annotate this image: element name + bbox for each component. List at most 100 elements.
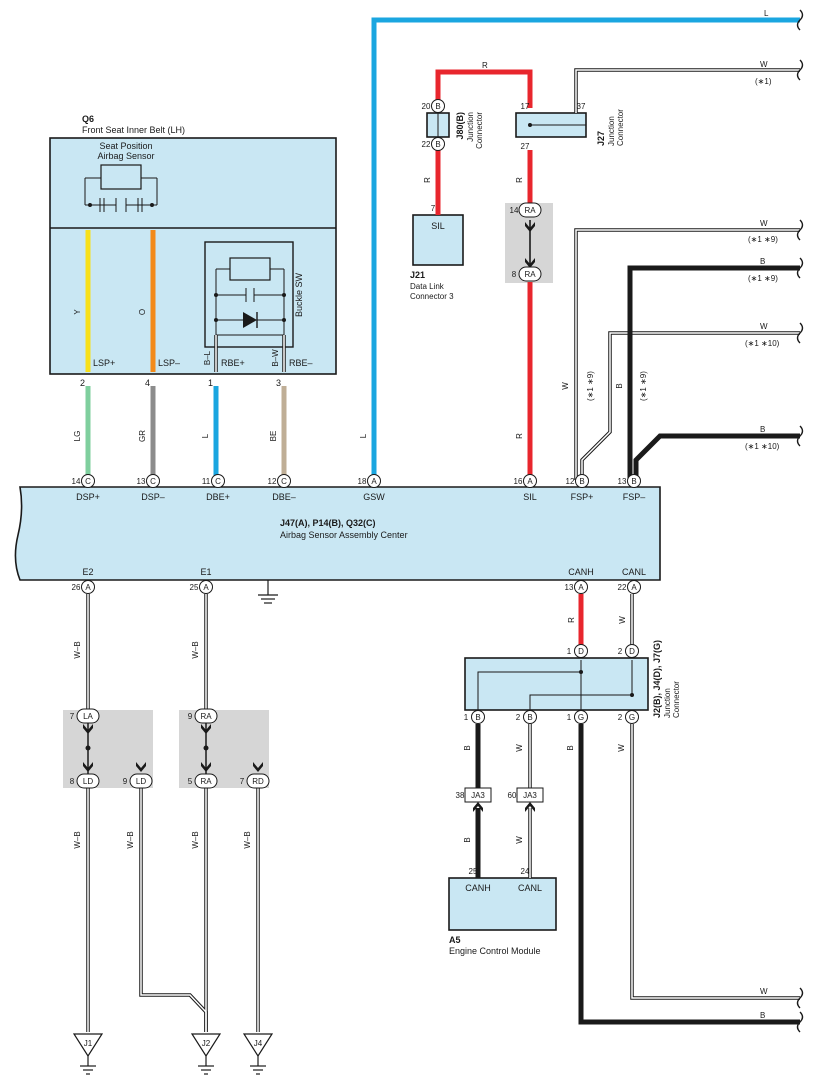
center-name: Airbag Sensor Assembly Center [280,530,408,540]
connector-pin: B1 [464,710,485,724]
pin-letter: G [578,713,584,722]
pin-number: 1 [567,713,572,722]
wire-label-b-g1: B [566,745,575,750]
connector-pin: LD9 [123,773,153,789]
connector-pin: 7 [431,204,436,213]
ground-j1-label: J1 [84,1039,93,1048]
pin-number: 5 [188,777,193,786]
pin-number: 8 [512,270,517,279]
q6-pin-4: 4 [145,378,150,388]
connector-pin: 17 [521,102,530,111]
pin-letter: C [85,477,91,486]
note-n110-a: (∗1 ∗10) [745,339,780,348]
note-v19-a: (∗1 ∗9) [586,371,595,401]
pin-letter: C [281,477,287,486]
wire-label-w-g2: W [617,744,626,752]
q6-pin-2: 2 [80,378,85,388]
jbox-id: J2(B), J4(D), J7(G) [652,640,662,718]
wire-label-be: BE [269,431,278,442]
a5-ecm-box [448,877,557,931]
wire-label-w-jb2: W [515,744,524,752]
q6-term-rbe-plus: RBE+ [221,358,245,368]
center-term-dsp-minus: DSP– [141,492,165,502]
connector-pin: 24 [521,867,530,876]
pin-letter: D [578,647,584,656]
pin-letter: RA [200,712,212,721]
pin-letter: LD [83,777,93,786]
jbox-name-1: Junction [663,688,672,718]
pin-number: 20 [422,102,431,111]
connector-pin: A 18 [358,474,381,488]
pin-number: 24 [521,867,530,876]
j21-name-1: Data Link [410,282,445,291]
q6-component-box [49,137,337,375]
airbag-center-box [14,486,661,581]
wire-label-wb-ld9: W–B [126,831,135,848]
j21-connector-box [412,214,464,266]
center-term-canl: CANL [622,567,646,577]
pin-letter: LD [136,777,146,786]
j80-name-1: Junction [466,112,475,142]
pin-number: 22 [618,583,627,592]
wire-label-w-canl: W [618,616,627,624]
note-n19-a: (∗1 ∗9) [748,235,778,244]
pin-number: 9 [188,712,193,721]
wire-label-b-jb1: B [463,745,472,750]
seat-sensor-label-1: Seat Position [99,141,152,151]
pin-letter: A [85,583,91,592]
wire-label-b-ja3: B [463,837,472,842]
wire-label-w-333: W [760,322,768,331]
wire-label-bl: B–L [203,350,212,365]
center-term-fsp-minus: FSP– [623,492,646,502]
wire-label-b-268: B [760,257,765,266]
connector-pin: A26 [72,580,95,594]
wire-label-o: O [138,309,147,315]
j27-id: J27 [596,131,606,146]
center-id: J47(A), P14(B), Q32(C) [280,518,376,528]
wire-label-wb-e2: W–B [73,641,82,658]
connector-pin: A16 [514,474,537,488]
wire-label-gr: GR [138,430,147,442]
q6-term-rbe-minus: RBE– [289,358,313,368]
wire-label-b-fsp: B [615,383,624,388]
pin-letter: A [371,477,377,486]
connector-pin: A13 [565,580,588,594]
center-term-dsp-plus: DSP+ [76,492,100,502]
center-term-dbe-minus: DBE– [272,492,296,502]
pin-number: 13 [618,477,627,486]
q6-name: Front Seat Inner Belt (LH) [82,125,185,135]
j21-name-2: Connector 3 [410,292,454,301]
connector-pin: C13 [137,474,160,488]
pin-number: 18 [358,477,367,486]
pin-number: 22 [422,140,431,149]
pin-letter: RA [524,206,536,215]
pin-letter: A [203,583,209,592]
center-term-e1: E1 [200,567,211,577]
pin-number: 37 [577,102,586,111]
ground-j4-label: J4 [254,1039,263,1048]
pin-number: 1 [567,647,572,656]
pin-letter: B [527,713,532,722]
pin-letter: B [475,713,480,722]
wire-label-wb-j4: W–B [243,831,252,848]
connector-pin: A25 [190,580,213,594]
connector-pin: D1 [567,644,588,658]
pin-number: 8 [70,777,75,786]
connector-pin: 37 [577,102,586,111]
wire-label-b-436: B [760,425,765,434]
connector-pin: RA8 [512,266,542,282]
q6-pin-3: 3 [276,378,281,388]
connector-pin: B12 [566,474,589,488]
a5-id: A5 [449,935,461,945]
ground-j2-label: J2 [202,1039,211,1048]
connector-pin: B2 [516,710,537,724]
connector-pin: RA5 [188,773,218,789]
pin-letter: B [435,140,440,149]
wire-label-b-1022: B [760,1011,765,1020]
q6-term-lsp-plus: LSP+ [93,358,115,368]
wire-label-top-r: R [482,61,488,70]
pin-number: 12 [566,477,575,486]
pin-number: 14 [72,477,81,486]
